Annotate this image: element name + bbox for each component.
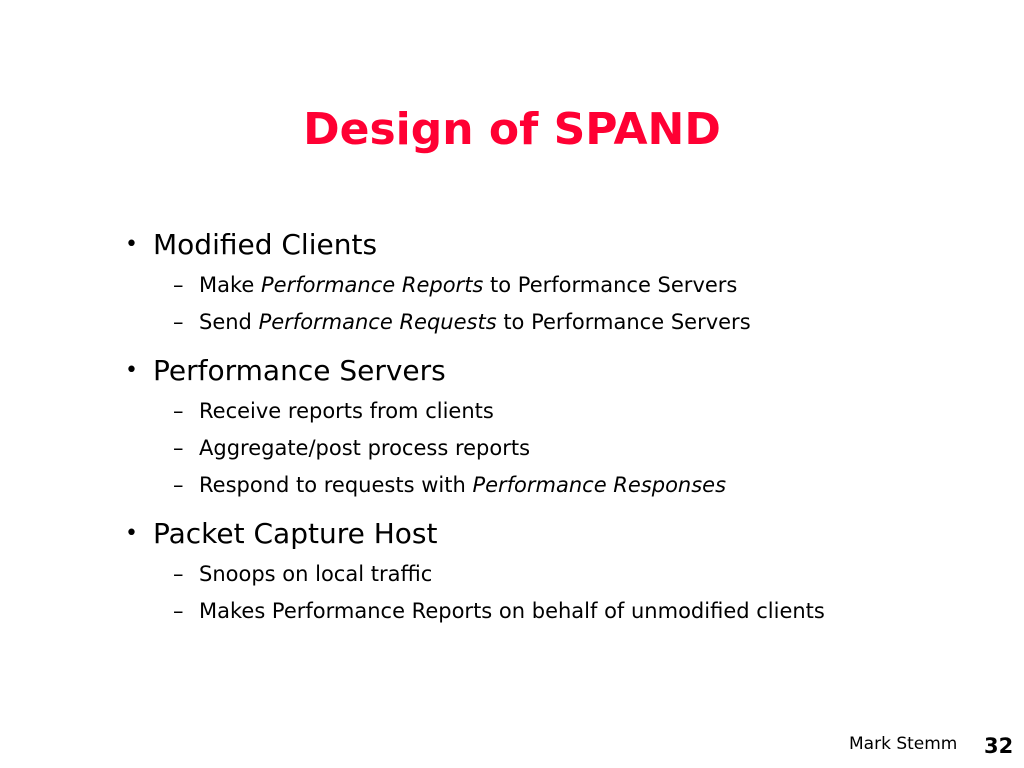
sub-bullet-item: – Snoops on local traffic [153, 556, 985, 593]
bullet-label: Packet Capture Host [153, 517, 438, 550]
sub-bullet-emphasis: Performance Reports [261, 273, 484, 297]
sub-bullet-text: Receive reports from clients [199, 399, 494, 423]
sub-bullet-item: – Make Performance Reports to Performanc… [153, 267, 985, 304]
sub-bullet-emphasis: Performance Responses [472, 473, 727, 497]
sub-bullet-list: – Make Performance Reports to Performanc… [153, 267, 985, 341]
dash-marker: – [173, 310, 184, 334]
sub-bullet-list: – Receive reports from clients – Aggrega… [153, 393, 985, 504]
dash-marker: – [173, 599, 184, 623]
bullet-marker: • [125, 521, 138, 546]
sub-bullet-text: Respond to requests with [199, 473, 473, 497]
bullet-item: • Performance Servers – Receive reports … [125, 351, 985, 504]
dash-marker: – [173, 273, 184, 297]
sub-bullet-text: to Performance Servers [496, 310, 751, 334]
sub-bullet-item: – Makes Performance Reports on behalf of… [153, 593, 985, 630]
dash-marker: – [173, 436, 184, 460]
page-number: 32 [984, 734, 1014, 758]
dash-marker: – [173, 399, 184, 423]
slide-title: Design of SPAND [303, 104, 721, 155]
bullet-list: • Modified Clients – Make Performance Re… [125, 223, 985, 630]
bullet-label: Performance Servers [153, 354, 446, 387]
sub-bullet-item: – Send Performance Requests to Performan… [153, 304, 985, 341]
sub-bullet-text: Snoops on local traffic [199, 562, 433, 586]
sub-bullet-text: Aggregate/post process reports [199, 436, 531, 460]
sub-bullet-item: – Aggregate/post process reports [153, 430, 985, 467]
sub-bullet-item: – Receive reports from clients [153, 393, 985, 430]
sub-bullet-text: to Performance Servers [483, 273, 738, 297]
sub-bullet-text: Make [199, 273, 261, 297]
footer-author: Mark Stemm [849, 734, 958, 754]
sub-bullet-text: Makes Performance Reports on behalf of u… [199, 599, 825, 623]
bullet-marker: • [125, 232, 138, 257]
sub-bullet-item: – Respond to requests with Performance R… [153, 467, 985, 504]
sub-bullet-list: – Snoops on local traffic – Makes Perfor… [153, 556, 985, 630]
bullet-item: • Packet Capture Host – Snoops on local … [125, 514, 985, 630]
bullet-label: Modified Clients [153, 228, 378, 261]
sub-bullet-text: Send [199, 310, 259, 334]
bullet-marker: • [125, 358, 138, 383]
dash-marker: – [173, 562, 184, 586]
sub-bullet-emphasis: Performance Requests [258, 310, 497, 334]
bullet-item: • Modified Clients – Make Performance Re… [125, 225, 985, 341]
dash-marker: – [173, 473, 184, 497]
